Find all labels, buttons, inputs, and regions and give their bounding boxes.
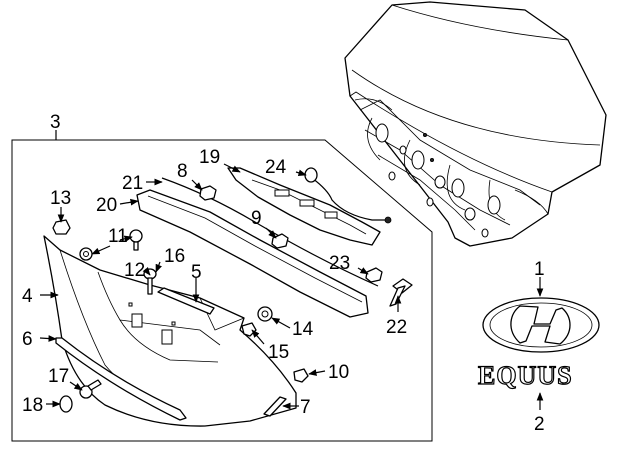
callout-20: 20	[96, 195, 117, 216]
callout-24: 24	[265, 157, 287, 178]
callout-9: 9	[251, 208, 262, 229]
clip-15	[241, 322, 257, 337]
callout-18: 18	[22, 395, 43, 416]
callout-2: 2	[534, 414, 545, 435]
lower-moulding	[55, 337, 187, 421]
clip-23	[365, 267, 383, 283]
callout-16: 16	[164, 246, 185, 267]
callout-17: 17	[48, 366, 69, 387]
strip-5	[157, 287, 215, 315]
wire-harness	[304, 167, 392, 224]
hyundai-emblem	[482, 297, 600, 353]
license-bracket	[227, 167, 381, 246]
callout-6: 6	[22, 329, 33, 350]
callout-8: 8	[177, 161, 188, 182]
callout-21: 21	[122, 173, 143, 194]
callout-22: 22	[386, 317, 407, 338]
clip-8	[199, 185, 217, 201]
clip-10	[293, 368, 309, 383]
equus-wordmark: EQUUS	[478, 361, 573, 390]
weatherstrip	[161, 177, 379, 287]
callout-15: 15	[268, 342, 289, 363]
callout-1: 1	[534, 259, 545, 280]
clip-13	[52, 219, 71, 235]
trunk-lid	[344, 1, 607, 247]
callout-11: 11	[108, 226, 128, 247]
callout-10: 10	[328, 362, 349, 383]
callout-7: 7	[300, 397, 311, 418]
callout-3: 3	[50, 112, 61, 133]
screw-11	[129, 229, 143, 251]
bolt-22	[389, 278, 413, 307]
clip-11	[79, 247, 93, 261]
callout-14: 14	[292, 319, 314, 340]
callout-numbers: 1 2 3 4 5 6 7 8 9 10 11 12 13 14 15 16 1…	[22, 112, 545, 435]
leader-lines	[39, 163, 544, 410]
assembly-outline	[11, 139, 433, 442]
side-moulding	[263, 396, 287, 417]
screw-17	[79, 379, 102, 399]
callout-5: 5	[191, 262, 202, 283]
callout-4: 4	[22, 286, 33, 307]
upper-chrome-garnish	[136, 189, 369, 318]
plug-18	[59, 395, 73, 413]
callout-13: 13	[50, 188, 71, 209]
callout-12: 12	[124, 260, 145, 281]
callout-23: 23	[329, 253, 350, 274]
callout-19: 19	[199, 147, 220, 168]
grommet-14	[257, 306, 273, 322]
